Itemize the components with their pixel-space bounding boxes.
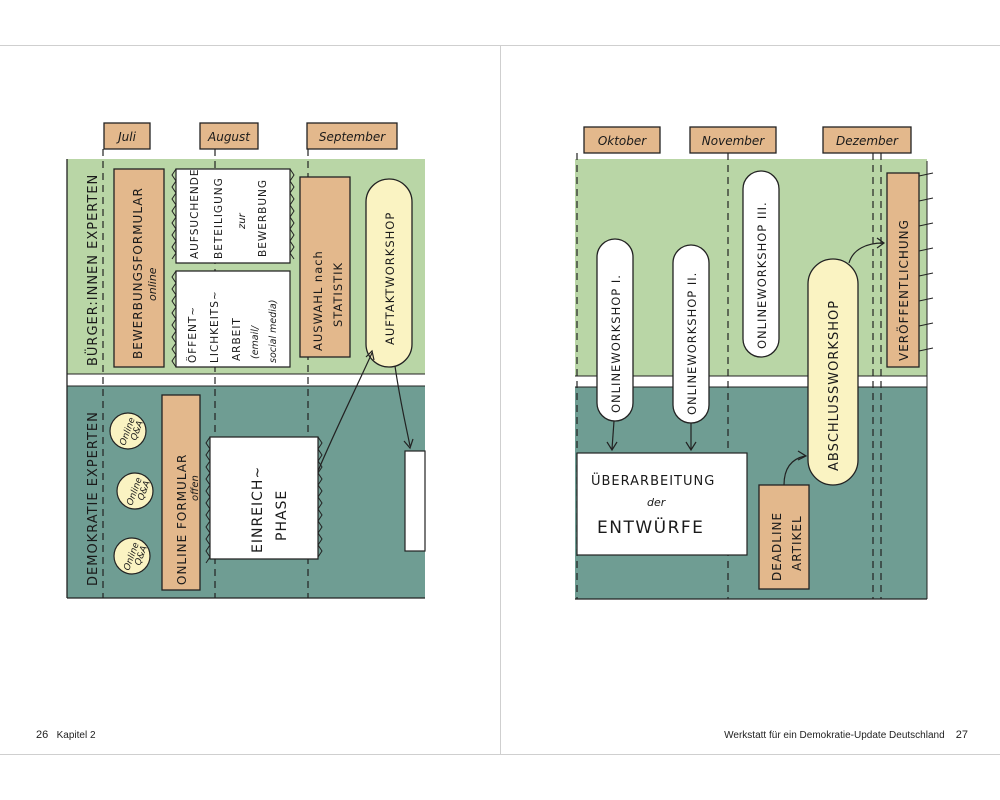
row-label-democracy-experts: DEMOKRATIE EXPERTEN	[86, 411, 101, 586]
deadline-artikel-box: DEADLINE ARTIKEL	[758, 484, 810, 590]
right-folio: Werkstatt für ein Demokratie-Update Deut…	[724, 729, 968, 741]
month-tag-dezember: Dezember	[822, 126, 912, 154]
left-folio: 26 Kapitel 2	[36, 729, 96, 741]
svg-text:ONLINEWORKSHOP I.: ONLINEWORKSHOP I.	[609, 274, 623, 413]
month-tag-juli: Juli	[103, 122, 151, 150]
svg-text:ARTIKEL: ARTIKEL	[790, 515, 804, 571]
svg-text:PHASE: PHASE	[274, 490, 290, 541]
svg-text:Juli: Juli	[116, 130, 136, 144]
online-qa-circle-3: Online Q&A	[113, 537, 151, 575]
svg-text:der: der	[647, 496, 667, 509]
month-tag-november: November	[689, 126, 777, 154]
page-number-left: 26	[36, 729, 49, 741]
svg-text:Dezember: Dezember	[836, 134, 899, 148]
svg-text:zur: zur	[237, 212, 248, 230]
svg-text:ABSCHLUSSWORKSHOP: ABSCHLUSSWORKSHOP	[827, 300, 842, 471]
svg-text:online: online	[146, 267, 159, 301]
flow-arrows	[317, 349, 414, 472]
einreichphase-box: EINREICH~ PHASE	[205, 436, 323, 564]
svg-text:BEWERBUNGSFORMULAR: BEWERBUNGSFORMULAR	[131, 187, 145, 359]
svg-text:AUSWAHL nach: AUSWAHL nach	[311, 250, 325, 351]
month-dividers-right	[576, 153, 882, 599]
right-page: Oktober November Dezember	[500, 45, 1000, 755]
online-qa-circle-1: Online Q&A	[109, 412, 147, 450]
onlineworkshop-3-pill: ONLINEWORKSHOP III.	[742, 170, 780, 358]
month-tag-oktober: Oktober	[583, 126, 661, 154]
auftaktworkshop-pill: AUFTAKTWORKSHOP	[365, 178, 413, 368]
svg-text:social media): social media)	[268, 300, 279, 363]
month-tag-august: August	[199, 122, 259, 150]
svg-text:ENTWÜRFE: ENTWÜRFE	[597, 516, 704, 538]
svg-text:STATISTIK: STATISTIK	[331, 262, 345, 327]
page-number-right: 27	[955, 729, 968, 741]
svg-text:ÜBERARBEITUNG: ÜBERARBEITUNG	[591, 472, 715, 489]
svg-text:ÖFFENT~: ÖFFENT~	[186, 306, 199, 363]
svg-text:VERÖFFENTLICHUNG: VERÖFFENTLICHUNG	[895, 219, 911, 361]
onlineworkshop-1-pill: ONLINEWORKSHOP I.	[596, 238, 634, 422]
chapter-label: Kapitel 2	[56, 730, 96, 741]
cut-box	[404, 450, 426, 552]
edge-ticks	[918, 161, 934, 599]
svg-text:AUFTAKTWORKSHOP: AUFTAKTWORKSHOP	[383, 212, 397, 345]
right-timeline-illustration: Oktober November Dezember	[575, 126, 934, 600]
oeffentlichkeitsarbeit-box: ÖFFENT~ LICHKEITS~ ARBEIT (email/ social…	[171, 270, 291, 368]
flow-arrows-right	[606, 237, 886, 486]
svg-text:LICHKEITS~: LICHKEITS~	[209, 290, 221, 363]
svg-text:DEADLINE: DEADLINE	[770, 512, 784, 581]
svg-text:August: August	[207, 130, 251, 144]
svg-text:AUFSUCHENDE: AUFSUCHENDE	[189, 168, 201, 259]
onlineworkshop-2-pill: ONLINEWORKSHOP II.	[672, 244, 710, 424]
row-label-citizen-experts: BÜRGER:INNEN EXPERTEN	[84, 174, 101, 366]
svg-text:ONLINE FORMULAR: ONLINE FORMULAR	[175, 454, 189, 585]
month-tag-september: September	[306, 122, 398, 150]
svg-text:EINREICH~: EINREICH~	[250, 466, 266, 553]
online-formular-box: ONLINE FORMULAR offen	[161, 394, 201, 591]
svg-text:Oktober: Oktober	[598, 134, 647, 148]
book-title: Werkstatt für ein Demokratie-Update Deut…	[724, 730, 945, 741]
svg-text:(email/: (email/	[250, 324, 261, 359]
svg-text:ARBEIT: ARBEIT	[231, 317, 243, 361]
svg-text:offen: offen	[190, 475, 201, 501]
veroeffentlichung-box: VERÖFFENTLICHUNG	[886, 172, 920, 368]
abschlussworkshop-pill: ABSCHLUSSWORKSHOP	[807, 258, 859, 486]
ueberarbeitung-box: ÜBERARBEITUNG der ENTWÜRFE	[576, 452, 748, 556]
online-qa-circle-2: Online Q&A	[116, 472, 154, 510]
svg-text:BETEILIGUNG: BETEILIGUNG	[213, 177, 225, 259]
svg-text:ONLINEWORKSHOP II.: ONLINEWORKSHOP II.	[685, 272, 699, 415]
auswahl-statistik-box: AUSWAHL nach STATISTIK	[299, 176, 351, 358]
svg-text:BEWERBUNG: BEWERBUNG	[257, 179, 269, 257]
bewerbungsformular-box: BEWERBUNGSFORMULAR online	[113, 168, 165, 368]
svg-text:September: September	[319, 130, 386, 144]
svg-text:ONLINEWORKSHOP III.: ONLINEWORKSHOP III.	[755, 201, 769, 349]
left-timeline-illustration: Juli August September BÜRGER:INNEN EXPER…	[66, 122, 426, 599]
left-page: Juli August September BÜRGER:INNEN EXPER…	[0, 45, 501, 755]
svg-text:November: November	[702, 134, 765, 148]
aufsuchende-beteiligung-box: AUFSUCHENDE BETEILIGUNG zur BEWERBUNG	[171, 168, 295, 264]
